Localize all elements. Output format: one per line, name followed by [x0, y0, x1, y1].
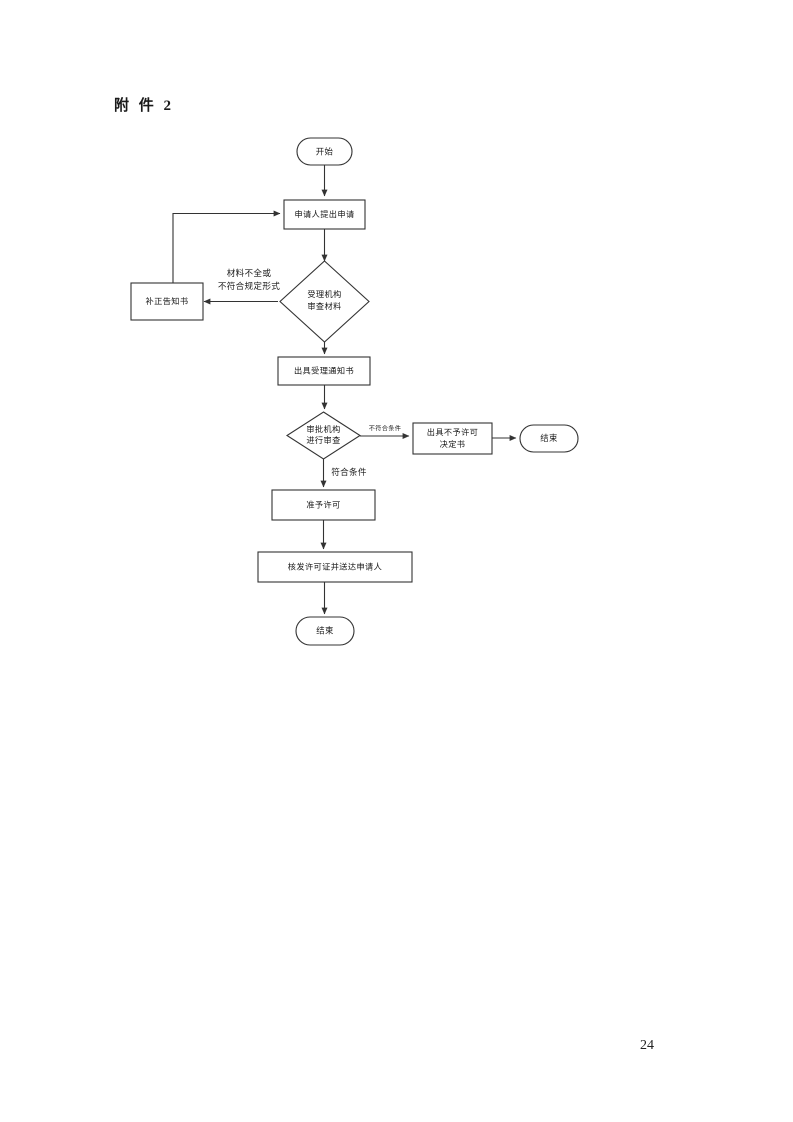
node-approval-review[interactable]: 审批机构 进行审查: [285, 411, 362, 460]
connector-correction-to-apply: [172, 210, 281, 283]
node-correction-notice-shape: [130, 282, 204, 321]
node-correction-notice-label: 补正告知书: [146, 296, 189, 306]
edge-label-incomplete: 材料不全或 不符合规定形式: [218, 267, 280, 291]
node-apply-label: 申请人提出申请: [294, 209, 354, 219]
node-refusal-decision-label-line1: 出具不予许可: [427, 427, 479, 437]
node-issue-license-shape: [257, 551, 413, 583]
node-refusal-decision[interactable]: 出具不予许可 决定书: [412, 422, 493, 455]
edge-label-not-qualified: 不符合条件: [369, 424, 401, 432]
node-approval-review-label-line1: 审批机构: [306, 424, 340, 434]
node-refusal-decision-label-line2: 决定书: [440, 439, 466, 449]
node-grant-permit-shape: [271, 489, 376, 521]
node-correction-notice[interactable]: 补正告知书: [130, 282, 204, 321]
edge-label-incomplete-line1: 材料不全或: [227, 267, 272, 278]
node-end-refusal[interactable]: 结束: [519, 424, 579, 453]
node-apply-shape: [283, 199, 366, 230]
node-grant-permit-label: 准予许可: [306, 499, 340, 509]
node-accept-notice[interactable]: 出具受理通知书: [277, 356, 371, 386]
node-issue-license[interactable]: 核发许可证并送达申请人: [257, 551, 413, 583]
node-accept-notice-shape: [277, 356, 371, 386]
node-accept-notice-label: 出具受理通知书: [294, 365, 354, 375]
node-end-success-shape: [295, 616, 355, 646]
node-review-materials-label-line1: 受理机构: [307, 289, 341, 299]
page-number: 24: [640, 1038, 654, 1053]
node-start-shape: [296, 137, 353, 166]
node-review-materials-shape: [279, 260, 370, 343]
node-review-materials-label-line2: 审查材料: [307, 301, 341, 311]
node-refusal-decision-shape: [412, 422, 493, 455]
node-start[interactable]: 开始: [296, 137, 353, 166]
page-title: 附 件 2: [114, 98, 175, 114]
node-end-refusal-label: 结束: [540, 433, 558, 443]
edge-label-incomplete-line2: 不符合规定形式: [218, 280, 280, 291]
edge-label-qualified: 符合条件: [331, 466, 367, 477]
node-start-label: 开始: [316, 146, 334, 156]
node-end-success-label: 结束: [316, 625, 334, 635]
node-issue-license-label: 核发许可证并送达申请人: [288, 561, 382, 571]
node-approval-review-shape: [285, 411, 362, 460]
node-approval-review-label-line2: 进行审查: [306, 435, 340, 445]
node-apply[interactable]: 申请人提出申请: [283, 199, 366, 230]
node-end-refusal-shape: [519, 424, 579, 453]
node-review-materials[interactable]: 受理机构 审查材料: [279, 260, 370, 343]
node-end-success[interactable]: 结束: [295, 616, 355, 646]
node-grant-permit[interactable]: 准予许可: [271, 489, 376, 521]
